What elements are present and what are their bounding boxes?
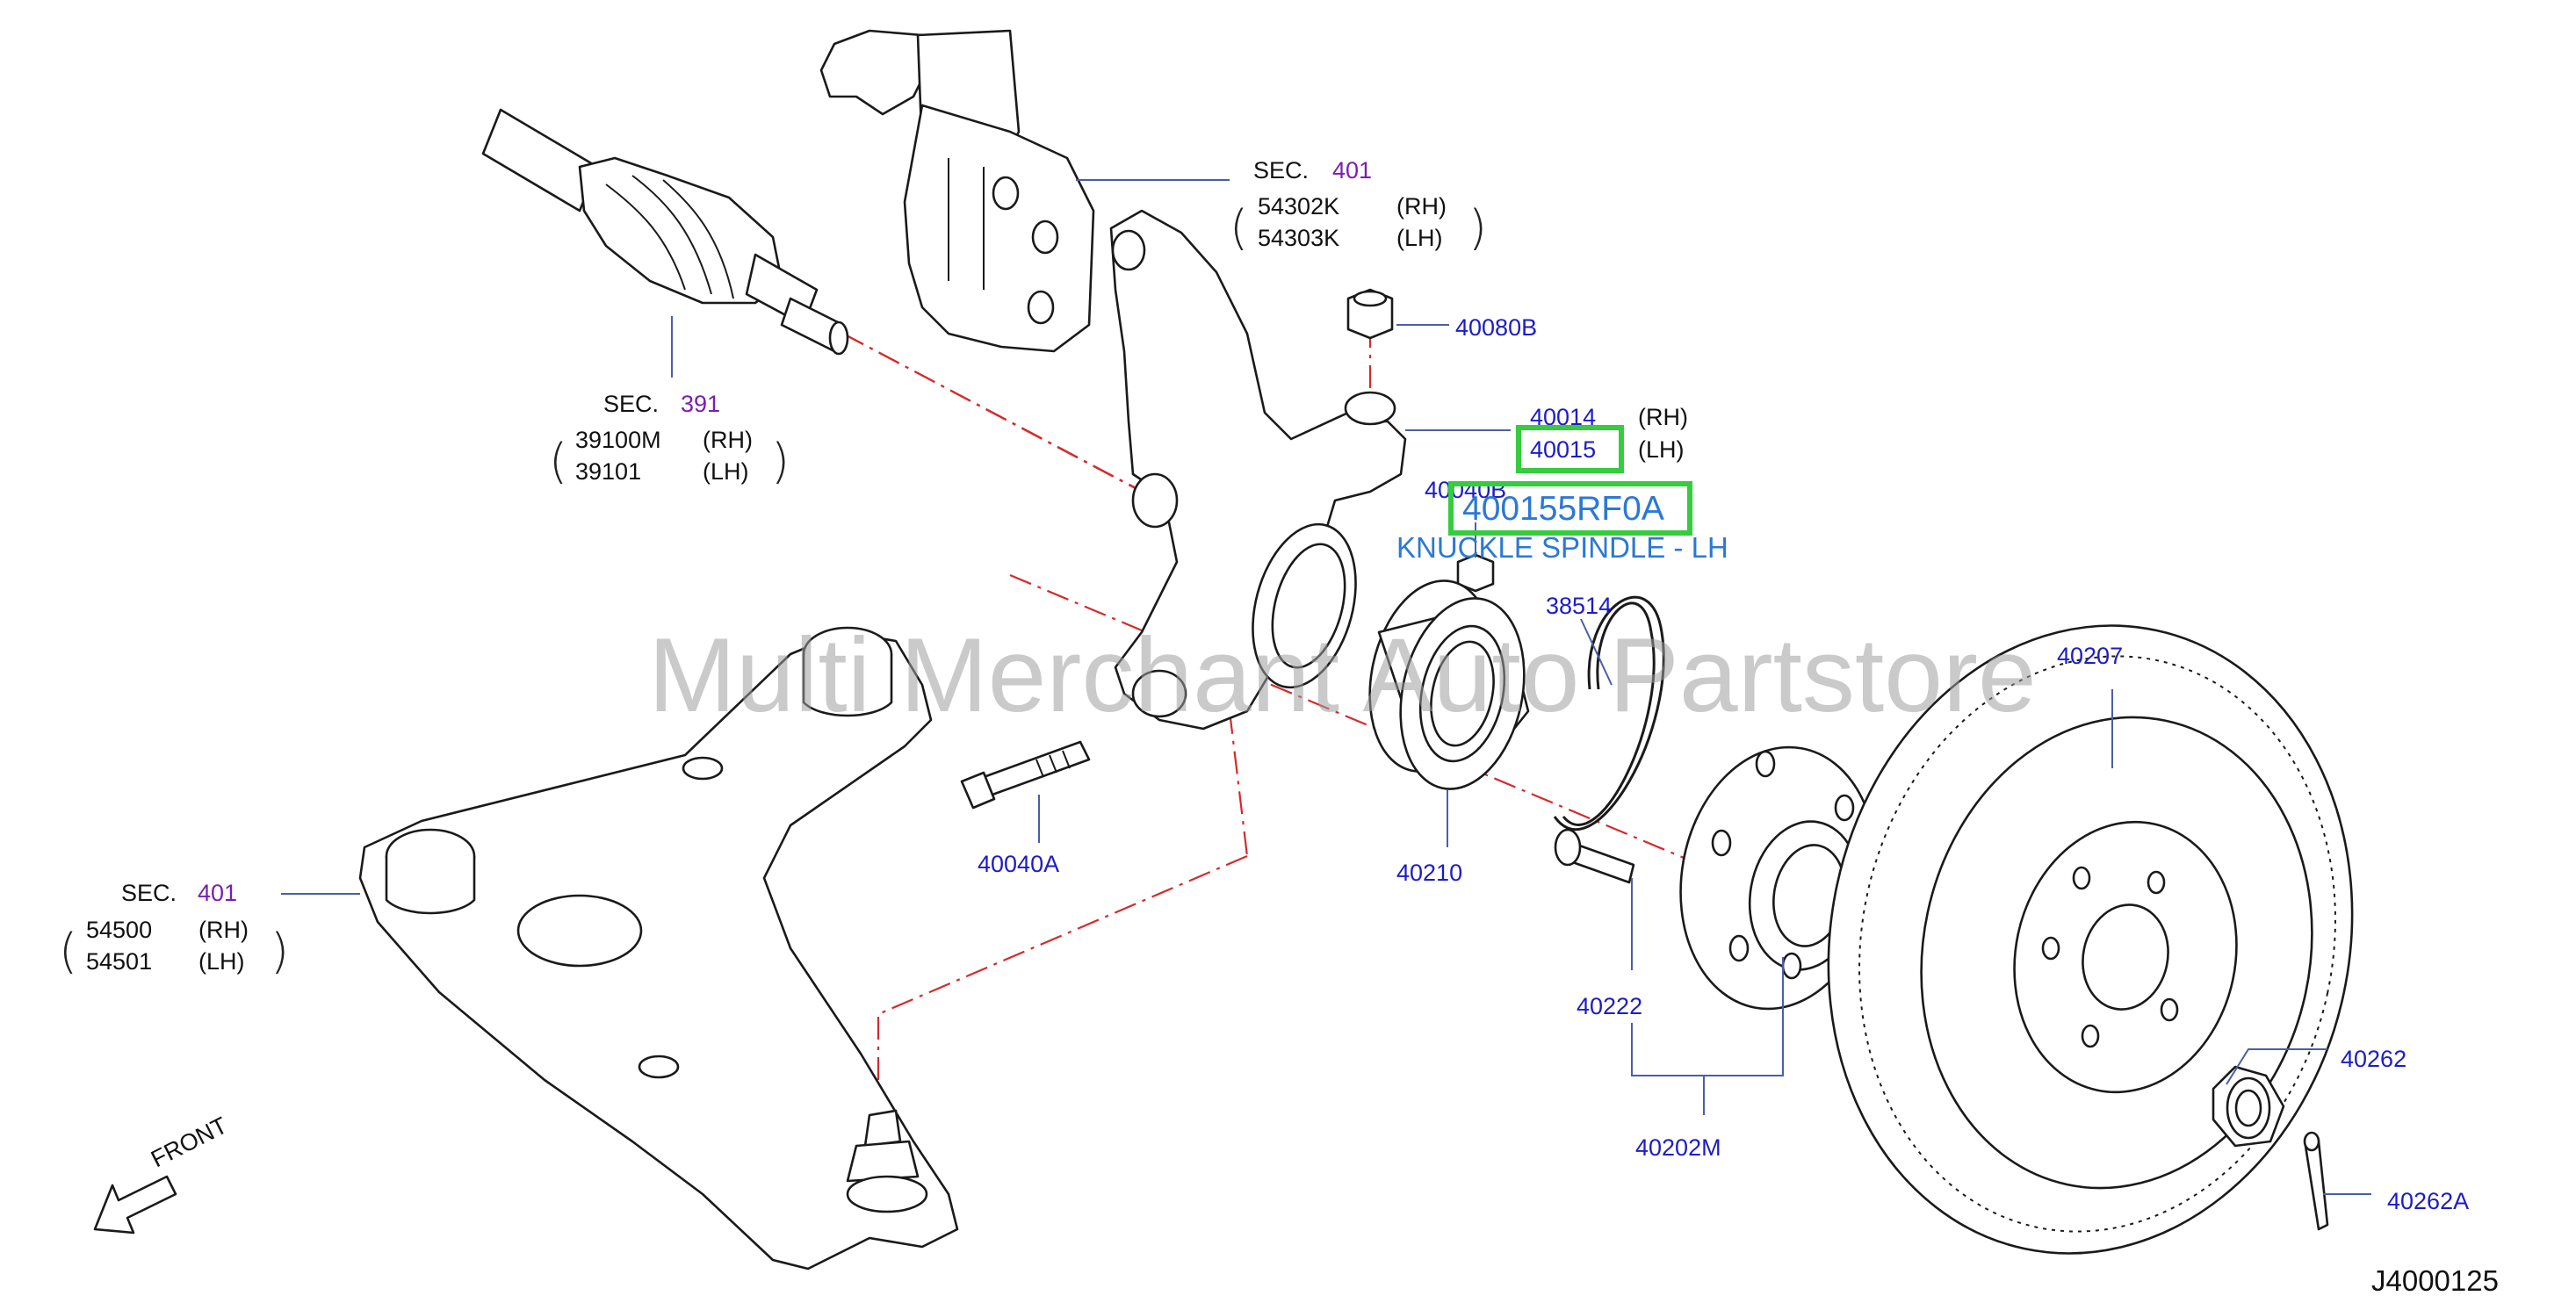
- part-side-lh: (LH): [1638, 436, 1685, 463]
- section-ref-control-arm[interactable]: SEC. 401 ( 54500 (RH) 54501 (LH) ): [59, 880, 289, 979]
- front-label: FRONT: [147, 1112, 231, 1172]
- part-label-40207[interactable]: 40207: [2057, 643, 2123, 669]
- section-part-side: (RH): [703, 427, 753, 453]
- highlighted-part[interactable]: 400155RF0A KNUCKLE SPINDLE - LH: [1396, 481, 1728, 564]
- part-label-40080b[interactable]: 40080B: [1455, 314, 1537, 341]
- highlight-part-number: 400155RF0A: [1462, 490, 1664, 528]
- front-arrow: FRONT: [93, 1112, 232, 1235]
- section-part-code: 54501: [86, 948, 152, 975]
- paren-right: ): [771, 434, 790, 489]
- section-part-side: (LH): [198, 948, 245, 975]
- section-part-side: (LH): [1396, 225, 1443, 251]
- section-part-side: (RH): [1396, 193, 1447, 220]
- wheel-bearing: [1368, 580, 1530, 790]
- part-label-38514[interactable]: 38514: [1546, 593, 1612, 619]
- diagram-reference: J4000125: [2371, 1264, 2499, 1297]
- watermark: Multi Merchant Auto Partstore: [648, 616, 2037, 734]
- section-number[interactable]: 401: [198, 880, 237, 906]
- section-word: SEC.: [121, 880, 177, 906]
- part-label-40040a[interactable]: 40040A: [978, 851, 1059, 877]
- section-word: SEC.: [1253, 157, 1309, 184]
- part-label-40262a[interactable]: 40262A: [2387, 1188, 2469, 1214]
- nut-40080b: [1346, 288, 1394, 340]
- drive-shaft: [481, 108, 849, 356]
- section-number[interactable]: 391: [681, 391, 720, 417]
- section-part-code: 39100M: [575, 427, 661, 453]
- hub-nut: [2212, 1065, 2285, 1148]
- section-word: SEC.: [603, 391, 659, 417]
- section-part-code: 54302K: [1258, 193, 1339, 220]
- leader-lines: [281, 179, 2371, 1195]
- lower-control-arm: [358, 626, 959, 1271]
- section-part-code: 54500: [86, 917, 152, 943]
- brake-rotor: [1827, 624, 2354, 1255]
- cotter-pin: [2303, 1131, 2329, 1231]
- highlight-box-40015: [1516, 425, 1624, 473]
- paren-right: ): [271, 924, 289, 979]
- part-label-40015[interactable]: 40015: [1530, 436, 1596, 463]
- section-ref-strut[interactable]: SEC. 401 ( 54302K (RH) 54303K (LH) ): [1230, 157, 1487, 256]
- part-label-40210[interactable]: 40210: [1396, 860, 1462, 886]
- section-number[interactable]: 401: [1332, 157, 1372, 184]
- part-label-40202m[interactable]: 40202M: [1635, 1134, 1721, 1161]
- part-label-40262[interactable]: 40262: [2341, 1046, 2406, 1072]
- section-part-side: (LH): [703, 458, 749, 485]
- snap-ring: [1553, 595, 1665, 831]
- part-label-40222[interactable]: 40222: [1577, 993, 1642, 1019]
- paren-left: (: [59, 924, 77, 979]
- section-part-code: 54303K: [1258, 225, 1339, 251]
- highlight-description: KNUCKLE SPINDLE - LH: [1396, 531, 1728, 564]
- section-ref-driveshaft[interactable]: SEC. 391 ( 39100M (RH) 39101 (LH) ): [549, 391, 790, 489]
- section-part-side: (RH): [198, 917, 249, 943]
- paren-left: (: [1230, 200, 1248, 256]
- steering-knuckle: [1109, 209, 1407, 731]
- highlight-box-part-number: [1448, 481, 1692, 536]
- section-part-code: 39101: [575, 458, 641, 485]
- paren-right: ): [1468, 200, 1487, 256]
- strut-assembly: [819, 29, 1095, 353]
- bolt-40040a: [960, 740, 1091, 810]
- part-side-rh: (RH): [1638, 404, 1688, 430]
- paren-left: (: [549, 434, 567, 489]
- wheel-stud: [1554, 828, 1635, 884]
